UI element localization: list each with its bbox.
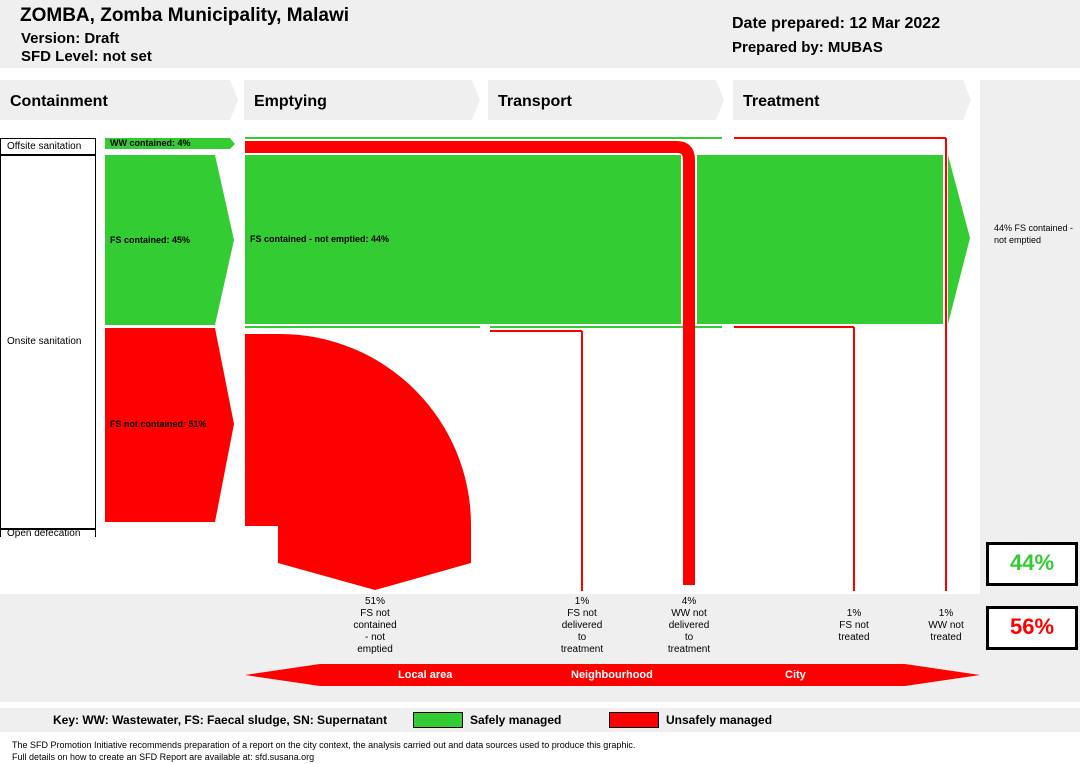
fs-not-emptied-arrowhead: [948, 155, 970, 324]
fs-not-contained-bar: [105, 328, 234, 522]
stage-arrow-containment: [0, 80, 238, 120]
open-defecation-box: Open defecation: [0, 528, 96, 539]
bottom-label-fs-not-contained: 51% FS not contained - not emptied: [353, 596, 397, 655]
key-safe-swatch: [413, 712, 463, 728]
ww-contained-bar: [105, 138, 235, 149]
bottom-label-fs-not-treated: 1% FS not treated: [838, 608, 870, 643]
footer-line-2: Full details on how to create an SFD Rep…: [12, 752, 315, 762]
stage-arrow-treatment: [733, 80, 971, 120]
offsite-label: Offsite sanitation: [7, 141, 82, 152]
right-panel-bg: [980, 80, 1080, 594]
key-band-bg: [0, 708, 1080, 732]
fs-not-emptied-label: FS contained - not emptied: 44%: [250, 234, 390, 244]
stage-label-emptying: Emptying: [254, 93, 327, 110]
fs-contained-bar: [105, 155, 234, 325]
stage-arrow-emptying: [244, 80, 480, 120]
fs-not-emptied-bar-2: [697, 155, 943, 324]
fs-contained-label: FS contained: 45%: [110, 235, 191, 245]
city-title: ZOMBA, Zomba Municipality, Malawi: [20, 5, 350, 26]
version-text: Version: Draft: [21, 30, 120, 47]
area-neighbourhood: Neighbourhood: [571, 669, 653, 681]
area-city: City: [785, 669, 806, 681]
stage-arrow-transport: [488, 80, 724, 120]
onsite-sanitation-box: Onsite sanitation: [0, 155, 96, 529]
right-fs-label: 44% FS contained - not emptied: [994, 223, 1074, 245]
safe-pct-box: 44%: [986, 542, 1078, 586]
ww-not-delivered-pipe: [245, 141, 695, 585]
key-unsafe-swatch: [609, 712, 659, 728]
fs-not-contained-not-emptied-shape: [245, 334, 471, 590]
fs-not-contained-label: FS not contained: 51%: [110, 419, 207, 429]
offsite-sanitation-box: Offsite sanitation: [0, 138, 96, 155]
stage-label-containment: Containment: [10, 93, 108, 110]
key-safe-label: Safely managed: [470, 713, 562, 727]
prepared-by: Prepared by: MUBAS: [732, 39, 883, 56]
stage-label-treatment: Treatment: [743, 93, 820, 110]
open-defecation-label: Open defecation: [7, 528, 81, 539]
header-band: [0, 0, 1080, 68]
key-text: Key: WW: Wastewater, FS: Faecal sludge, …: [53, 713, 388, 727]
bottom-label-ww-not-treated: 1% WW not treated: [928, 608, 964, 643]
area-ellipse: [245, 664, 980, 686]
key-unsafe-label: Unsafely managed: [666, 713, 773, 727]
unsafe-pct-box: 56%: [986, 606, 1078, 650]
bottom-label-ww-not-delivered: 4% WW not delivered to treatment: [667, 596, 711, 655]
fs-not-emptied-bar: [245, 155, 681, 324]
stage-label-transport: Transport: [498, 93, 572, 110]
sfd-level-text: SFD Level: not set: [21, 48, 152, 65]
date-prepared: Date prepared: 12 Mar 2022: [732, 15, 941, 32]
onsite-label: Onsite sanitation: [7, 336, 82, 347]
bottom-label-fs-not-delivered: 1% FS not delivered to treatment: [560, 596, 604, 655]
footer-line-1: The SFD Promotion Initiative recommends …: [12, 740, 636, 750]
ww-contained-label: WW contained: 4%: [110, 138, 191, 148]
area-local: Local area: [398, 669, 453, 681]
